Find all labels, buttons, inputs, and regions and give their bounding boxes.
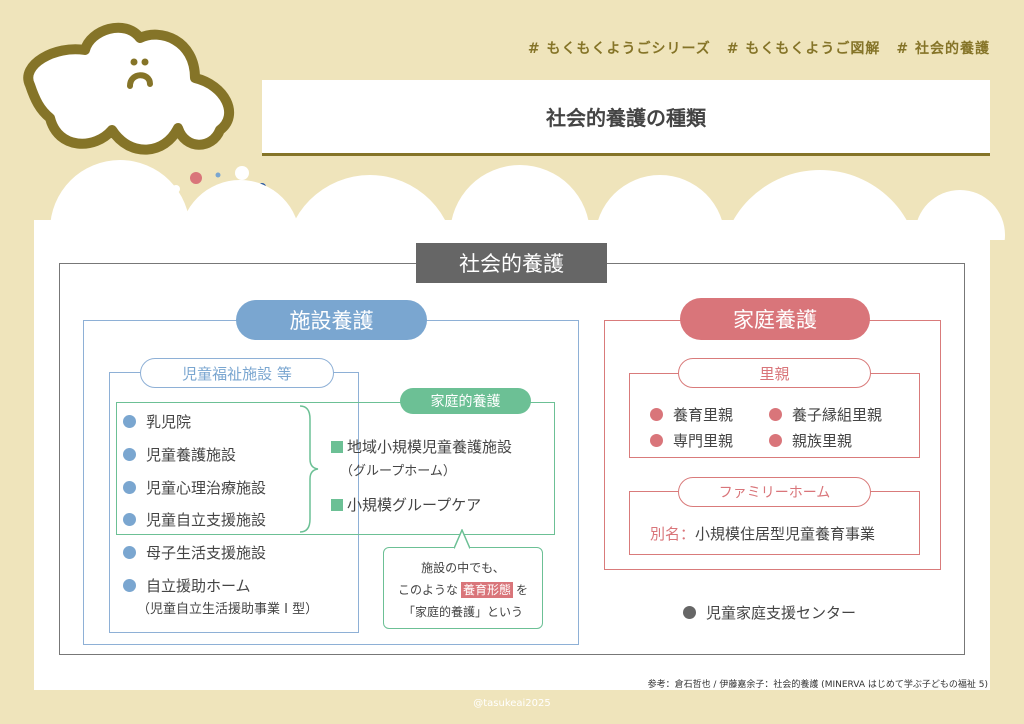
bullet-icon	[650, 408, 663, 421]
family-home-label: ファミリーホーム	[678, 477, 871, 507]
callout: 施設の中でも、 このような養育形態を 「家庭的養護」という	[383, 547, 543, 629]
reference: 参考：倉石哲也 / 伊藤嘉余子：社会的養護 (MINERVA はじめて学ぶ子ども…	[647, 680, 988, 690]
bullet-icon	[123, 448, 136, 461]
bullet-icon	[123, 415, 136, 428]
list-item: 母子生活支援施設	[123, 542, 266, 563]
family-like-box	[116, 402, 555, 535]
list-item: 児童自立支援施設	[123, 509, 266, 530]
hashtag: # もくもくようごシリーズ	[527, 41, 711, 57]
item-label: 児童家庭支援センター	[706, 604, 857, 622]
list-item: 養子縁組里親	[769, 404, 882, 425]
item-label: 母子生活支援施設	[146, 544, 267, 562]
callout-text: を	[516, 583, 529, 597]
item-label: 小規模グループケア	[347, 496, 482, 514]
item-label: 児童養護施設	[146, 446, 237, 464]
family-home-alias: 別名：小規模住居型児童養育事業	[650, 523, 875, 544]
support-center: 児童家庭支援センター	[683, 602, 856, 623]
callout-text: このような	[397, 583, 458, 597]
callout-pointer	[454, 529, 470, 549]
hashtag: # もくもくようご図解	[726, 41, 881, 57]
list-item: 地域小規模児童養護施設	[331, 436, 512, 457]
family-like-label: 家庭的養護	[400, 388, 531, 414]
item-label: 親族里親	[792, 432, 853, 450]
item-label: 養育里親	[673, 406, 734, 424]
bullet-icon	[650, 434, 663, 447]
hashtag: # 社会的養護	[896, 41, 990, 57]
child-welfare-label: 児童福祉施設 等	[140, 358, 334, 388]
item-label: 児童心理治療施設	[146, 479, 267, 497]
alias-text: 小規模住居型児童養育事業	[695, 525, 876, 543]
list-item: 専門里親	[650, 430, 733, 451]
foster-label: 里親	[678, 358, 871, 388]
callout-text: 施設の中でも、	[421, 561, 505, 575]
bullet-icon	[769, 434, 782, 447]
bullet-icon	[683, 606, 696, 619]
bullet-icon	[123, 481, 136, 494]
list-item: 小規模グループケア	[331, 494, 481, 515]
square-bullet-icon	[331, 440, 343, 453]
list-item: 親族里親	[769, 430, 852, 451]
item-label: 養子縁組里親	[792, 406, 883, 424]
family-care-label: 家庭養護	[680, 298, 870, 340]
facility-care-label: 施設養護	[236, 300, 427, 340]
page-title: 社会的養護の種類	[262, 80, 990, 156]
item-label: 児童自立支援施設	[146, 511, 267, 529]
callout-highlight: 養育形態	[460, 582, 513, 598]
item-note: （児童自立生活援助事業 Ⅰ 型）	[137, 602, 319, 617]
watermark: @tasukeai2025	[473, 698, 551, 709]
list-item: 自立援助ホーム	[123, 575, 251, 596]
bullet-icon	[123, 513, 136, 526]
list-item: 児童養護施設	[123, 444, 236, 465]
bullet-icon	[123, 546, 136, 559]
hashtags: # もくもくようごシリーズ # もくもくようご図解 # 社会的養護	[512, 38, 990, 58]
callout-text: 「家庭的養護」という	[402, 605, 523, 619]
item-label: 専門里親	[673, 432, 734, 450]
list-item: 乳児院	[123, 411, 191, 432]
item-label: 乳児院	[146, 413, 192, 431]
root-label: 社会的養護	[416, 243, 607, 283]
brace-icon	[299, 405, 319, 533]
item-label: 地域小規模児童養護施設	[347, 438, 513, 456]
item-note: （グループホーム）	[340, 464, 456, 479]
list-item: 児童心理治療施設	[123, 477, 266, 498]
bullet-icon	[769, 408, 782, 421]
item-label: 自立援助ホーム	[146, 577, 251, 595]
square-bullet-icon	[331, 498, 343, 511]
bullet-icon	[123, 579, 136, 592]
list-item: 養育里親	[650, 404, 733, 425]
alias-label: 別名：	[650, 525, 696, 543]
